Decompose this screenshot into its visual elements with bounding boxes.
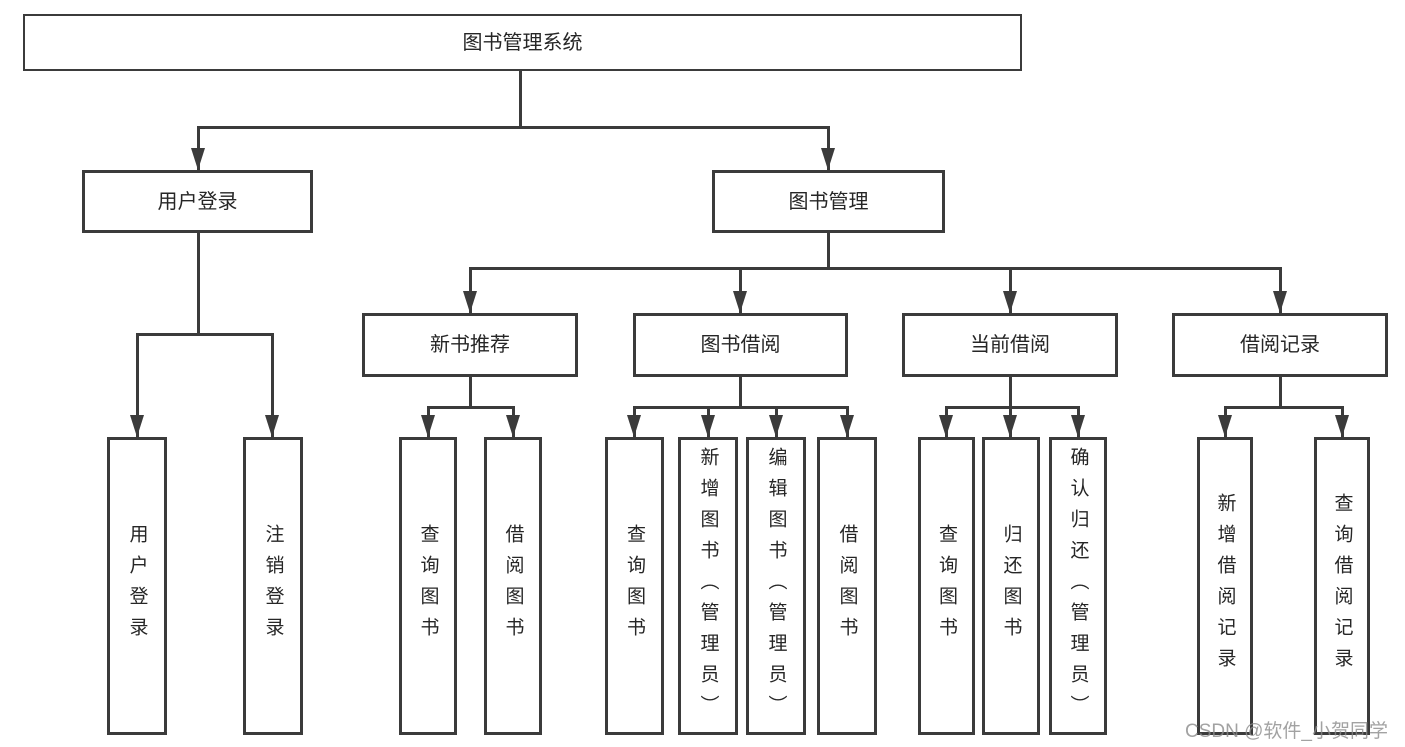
arrowhead-icon [939,415,953,437]
leaf-label: 新增借阅记录 [1214,493,1236,679]
node-label: 借阅记录 [1240,334,1320,356]
connector-level2-rail [198,126,830,129]
connector-rail [1225,406,1343,409]
arrowhead-icon [1003,415,1017,437]
node-label: 图书管理 [788,190,869,213]
node-label: 图书借阅 [700,334,781,356]
leaf-borrowing-query-books: 查询图书 [605,437,664,735]
leaf-label: 借阅图书 [836,524,858,648]
node-user-login: 用户登录 [82,170,313,233]
connector-drop [469,267,472,313]
connector-stem [469,377,472,409]
arrowhead-icon [821,148,835,170]
arrowhead-icon [1335,415,1349,437]
connector-stem [1279,377,1282,409]
node-new-book-recommendation: 新书推荐 [362,313,578,377]
leaf-newbooks-borrow-books: 借阅图书 [484,437,542,735]
arrowhead-icon [463,291,477,313]
connector-root-stem [519,71,522,128]
node-label: 用户登录 [157,190,238,213]
leaf-label: 编辑图书（管理员） [765,446,787,726]
arrowhead-icon [191,148,205,170]
leaf-borrowing-borrow-books: 借阅图书 [817,437,877,735]
leaf-label: 注销登录 [262,524,284,648]
arrowhead-icon [1071,415,1085,437]
arrowhead-icon [701,415,715,437]
arrowhead-icon [1003,291,1017,313]
connector-drop [739,267,742,313]
leaf-logout: 注销登录 [243,437,303,735]
arrowhead-icon [1273,291,1287,313]
arrowhead-icon [421,415,435,437]
connector-rail [428,406,514,409]
connector-drop [136,333,139,437]
leaf-return-books: 归还图书 [982,437,1040,735]
connector-rail [946,406,1079,409]
connector-drop [1009,267,1012,313]
connector-level3-rail [470,267,1281,270]
connector-drop [1279,267,1282,313]
leaf-newbooks-query-books: 查询图书 [399,437,457,735]
arrowhead-icon [840,415,854,437]
leaf-add-books-admin: 新增图书（管理员） [678,437,738,735]
arrowhead-icon [265,415,279,437]
leaf-confirm-return-admin: 确认归还（管理员） [1049,437,1107,735]
node-label: 图书管理系统 [462,31,583,54]
leaf-label: 借阅图书 [502,524,524,648]
connector-book-mgmt-stem [827,233,830,270]
leaf-current-query-books: 查询图书 [918,437,975,735]
leaf-label: 查询图书 [936,524,957,648]
leaf-label: 查询图书 [624,524,645,648]
connector-rail [634,406,848,409]
node-label: 新书推荐 [430,334,510,356]
arrowhead-icon [769,415,783,437]
arrowhead-icon [627,415,641,437]
leaf-user-login: 用户登录 [107,437,167,735]
arrowhead-icon [1218,415,1232,437]
leaf-label: 用户登录 [126,524,148,648]
node-borrowing-records: 借阅记录 [1172,313,1388,377]
leaf-label: 确认归还（管理员） [1067,446,1089,726]
node-current-borrowing: 当前借阅 [902,313,1118,377]
connector-stem [739,377,742,409]
arrowhead-icon [733,291,747,313]
leaf-edit-books-admin: 编辑图书（管理员） [746,437,806,735]
arrowhead-icon [506,415,520,437]
node-root-library-system: 图书管理系统 [23,14,1022,71]
leaf-query-borrow-record: 查询借阅记录 [1314,437,1370,735]
connector-user-login-rail [137,333,274,336]
arrowhead-icon [130,415,144,437]
leaf-add-borrow-record: 新增借阅记录 [1197,437,1253,735]
node-label: 当前借阅 [970,334,1050,356]
leaf-label: 查询图书 [417,524,439,648]
leaf-label: 查询借阅记录 [1331,493,1353,679]
connector-user-login-stem [197,233,200,336]
csdn-watermark: CSDN @软件_小贺同学 [1185,721,1388,742]
connector-drop [271,333,274,437]
node-book-borrowing: 图书借阅 [633,313,848,377]
leaf-label: 归还图书 [1000,524,1022,648]
connector-stem [1009,377,1012,409]
leaf-label: 新增图书（管理员） [697,446,719,726]
node-book-management: 图书管理 [712,170,945,233]
